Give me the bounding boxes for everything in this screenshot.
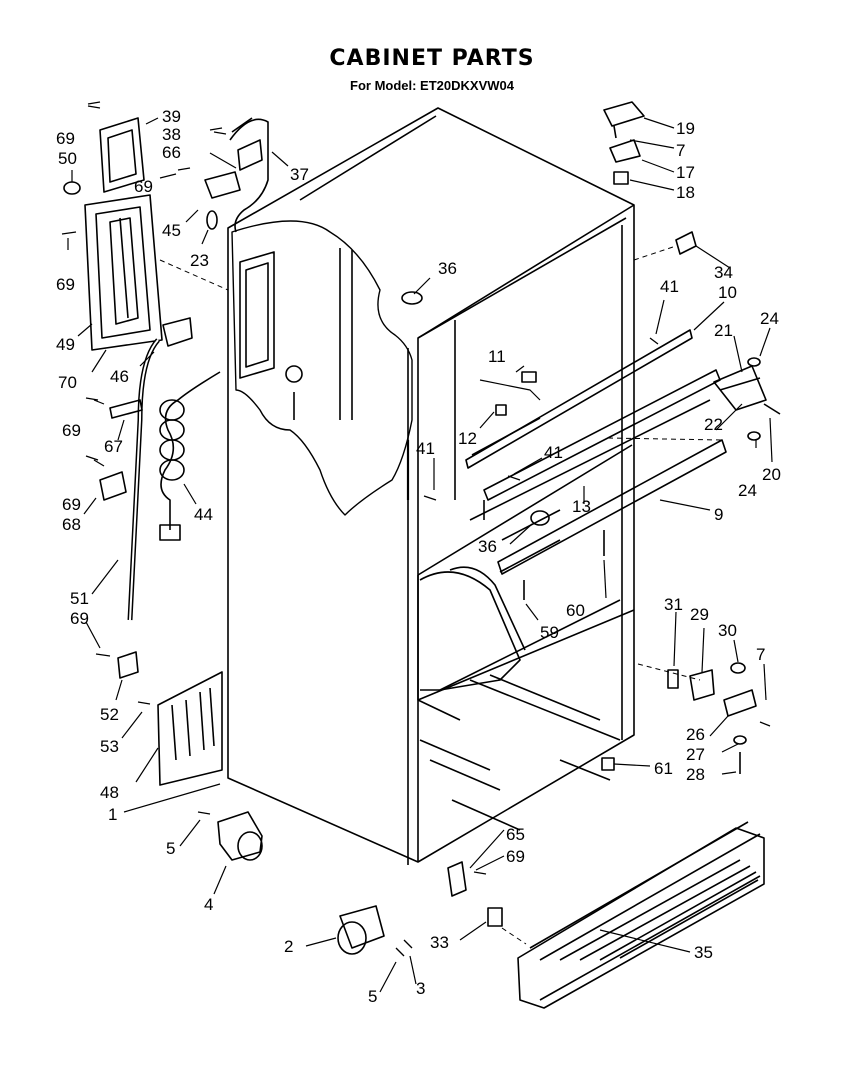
callout-69: 69 [62, 421, 81, 440]
callout-34: 34 [714, 263, 733, 282]
callout-4: 4 [204, 895, 213, 914]
callout-65: 65 [506, 825, 525, 844]
callout-70: 70 [58, 373, 77, 392]
cabinet-shell [159, 107, 635, 865]
callout-31: 31 [664, 595, 683, 614]
callout-50: 50 [58, 149, 77, 168]
screws [61, 101, 771, 957]
callout-21: 21 [714, 321, 733, 340]
shelf-rails [401, 291, 781, 600]
callout-12: 12 [458, 429, 477, 448]
control-housing-parts [63, 117, 269, 786]
callout-38: 38 [162, 125, 181, 144]
callout-22: 22 [704, 415, 723, 434]
callout-5: 5 [166, 839, 175, 858]
callout-17: 17 [676, 163, 695, 182]
callout-23: 23 [190, 251, 209, 270]
callout-9: 9 [714, 505, 723, 524]
callout-66: 66 [162, 143, 181, 162]
callout-48: 48 [100, 783, 119, 802]
callout-28: 28 [686, 765, 705, 784]
callout-5: 5 [368, 987, 377, 1006]
callout-52: 52 [100, 705, 119, 724]
callout-45: 45 [162, 221, 181, 240]
callout-3: 3 [416, 979, 425, 998]
callout-33: 33 [430, 933, 449, 952]
leader-lines [67, 105, 773, 993]
callout-10: 10 [718, 283, 737, 302]
page-title: CABINET PARTS [329, 46, 535, 71]
callout-1: 1 [108, 805, 117, 824]
callout-69: 69 [70, 609, 89, 628]
callout-18: 18 [676, 183, 695, 202]
callout-49: 49 [56, 335, 75, 354]
callout-24: 24 [760, 309, 779, 328]
bottom-parts [217, 811, 765, 1009]
callout-29: 29 [690, 605, 709, 624]
callout-67: 67 [104, 437, 123, 456]
callout-51: 51 [70, 589, 89, 608]
callout-labels: 69 39 38 50 66 37 69 45 23 69 49 70 46 6… [56, 107, 781, 1006]
callout-11: 11 [488, 347, 506, 366]
callout-7: 7 [676, 141, 685, 160]
callout-35: 35 [694, 943, 713, 962]
callout-41: 41 [416, 439, 435, 458]
callout-2: 2 [284, 937, 293, 956]
callout-69: 69 [56, 129, 75, 148]
callout-69: 69 [134, 177, 153, 196]
lower-hinge-parts [601, 662, 757, 774]
callout-36: 36 [438, 259, 457, 278]
callout-41: 41 [544, 443, 563, 462]
callout-30: 30 [718, 621, 737, 640]
callout-20: 20 [762, 465, 781, 484]
callout-53: 53 [100, 737, 119, 756]
callout-13: 13 [572, 497, 591, 516]
callout-69: 69 [506, 847, 525, 866]
callout-41: 41 [660, 277, 679, 296]
callout-7: 7 [756, 645, 765, 664]
callout-39: 39 [162, 107, 181, 126]
model-subtitle: For Model: ET20DKXVW04 [350, 78, 514, 93]
callout-19: 19 [676, 119, 695, 138]
callout-46: 46 [110, 367, 129, 386]
callout-68: 68 [62, 515, 81, 534]
callout-44: 44 [194, 505, 213, 524]
callout-69: 69 [62, 495, 81, 514]
callout-59: 59 [540, 623, 559, 642]
callout-69: 69 [56, 275, 75, 294]
callout-27: 27 [686, 745, 705, 764]
callout-60: 60 [566, 601, 585, 620]
callout-36: 36 [478, 537, 497, 556]
callout-61: 61 [654, 759, 673, 778]
callout-26: 26 [686, 725, 705, 744]
callout-24: 24 [738, 481, 757, 500]
callout-37: 37 [290, 165, 309, 184]
